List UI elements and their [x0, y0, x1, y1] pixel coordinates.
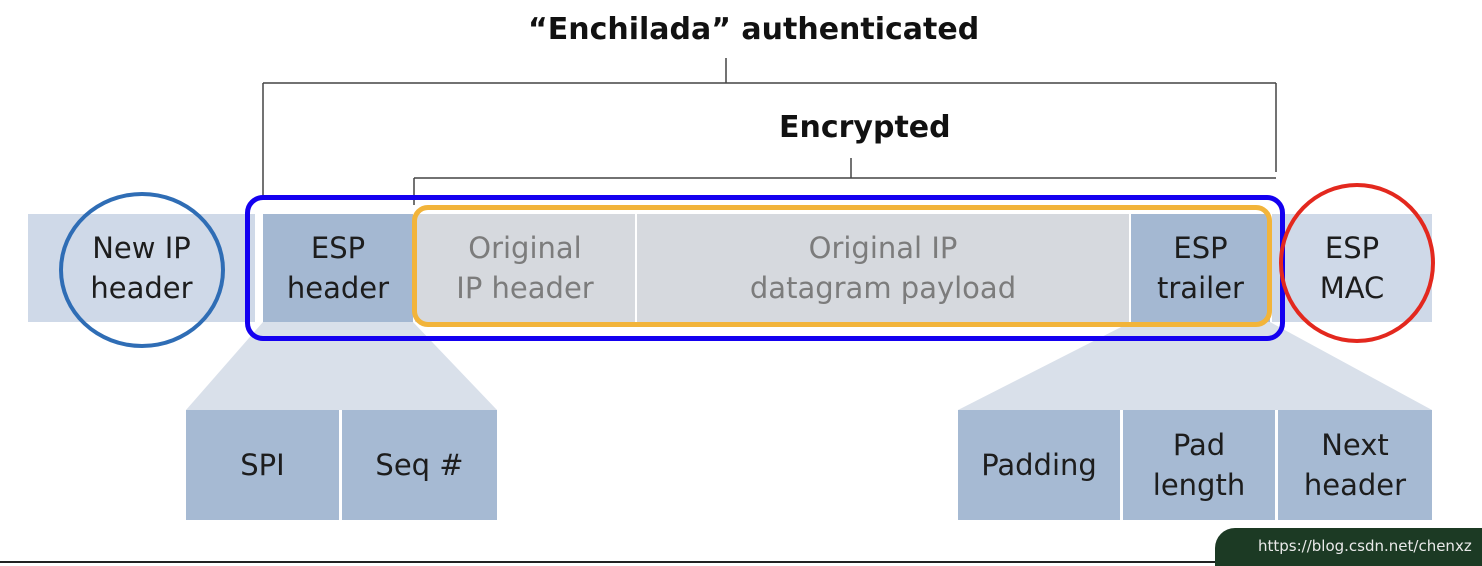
original-payload-cell: Original IP datagram payload — [637, 214, 1129, 322]
authenticated-bracket — [262, 58, 1277, 196]
encrypted-bracket — [413, 158, 1276, 205]
original-ip-header-cell: Original IP header — [415, 214, 635, 322]
seq-field: Seq # — [342, 410, 497, 520]
authenticated-label: “Enchilada” authenticated — [528, 12, 980, 47]
encrypted-highlight — [412, 205, 1272, 327]
padding-field: Padding — [958, 410, 1120, 520]
new-ip-header-highlight — [59, 192, 225, 348]
watermark-logo — [1215, 528, 1482, 566]
esp-trailer-expansion — [958, 322, 1432, 410]
encrypted-label: Encrypted — [779, 110, 951, 145]
watermark-text: https://blog.csdn.net/chenxz — [1258, 537, 1472, 555]
esp-mac-highlight — [1279, 183, 1435, 343]
esp-header-expansion — [186, 322, 497, 410]
next-header-field: Next header — [1278, 410, 1432, 520]
bottom-divider — [0, 561, 1482, 563]
pad-length-field: Pad length — [1123, 410, 1275, 520]
esp-trailer-cell: ESP trailer — [1131, 214, 1270, 322]
spi-field: SPI — [186, 410, 339, 520]
esp-header-cell: ESP header — [263, 214, 413, 322]
